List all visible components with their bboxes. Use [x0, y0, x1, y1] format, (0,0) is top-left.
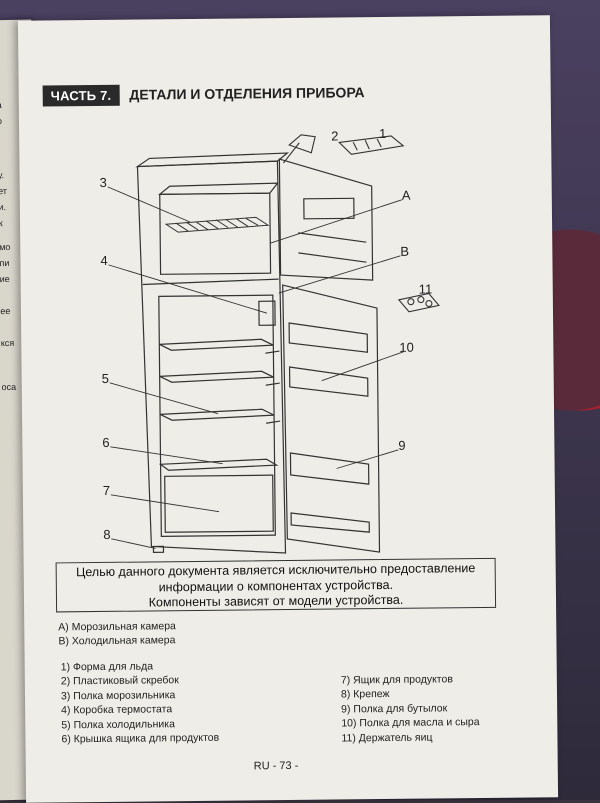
page-number: RU - 73 -	[253, 759, 299, 773]
freezer-door	[278, 158, 374, 281]
fridge-foot	[152, 545, 165, 554]
callout-9: 9	[398, 437, 406, 453]
ice-tray	[338, 135, 405, 155]
part-item: 3) Полка морозильника	[60, 689, 176, 703]
fridge-shelf	[159, 408, 275, 421]
part-item: 9) Полка для бутылок	[341, 702, 448, 716]
compartment-item: A) Морозильная камера	[58, 620, 176, 634]
part-item: 6) Крышка ящика для продуктов	[61, 731, 220, 746]
callout-8: 8	[103, 526, 111, 542]
dairy-shelf	[288, 322, 369, 353]
disclaimer-line: Компоненты зависят от модели устройства.	[148, 592, 404, 610]
crisper-drawer	[164, 474, 274, 533]
fridge-door	[282, 284, 381, 553]
callout-3: 3	[99, 174, 107, 190]
left-page-fragment: ее	[0, 305, 11, 317]
parts-list-right: 7) Ящик для продуктов 8) Крепеж 9) Полка…	[341, 672, 480, 745]
fridge-illustration	[107, 134, 440, 554]
freezer-cavity	[159, 192, 272, 275]
part-label: ЧАСТЬ 7.	[42, 84, 120, 107]
left-page-fragment: кся	[0, 337, 15, 349]
fridge-shelf	[159, 370, 274, 383]
left-page-fragment: ет	[0, 186, 8, 197]
callout-5: 5	[101, 370, 109, 386]
part-item: 8) Крепеж	[340, 688, 390, 701]
callout-10: 10	[399, 339, 414, 355]
section-title: ДЕТАЛИ И ОТДЕЛЕНИЯ ПРИБОРА	[129, 84, 365, 103]
callout-11: 11	[418, 281, 433, 297]
left-page-fragment: к	[0, 218, 3, 229]
part-item: 5) Полка холодильника	[61, 717, 175, 732]
bottle-shelf	[289, 452, 370, 485]
left-page-fragment: и.	[0, 202, 7, 213]
callout-b: B	[400, 243, 410, 259]
fridge-diagram: 2 1 3 A 4 B 11 10 5 6 9 7 8	[19, 110, 556, 566]
thermostat-box	[258, 300, 276, 326]
ice-scraper	[288, 134, 316, 154]
section-header: ЧАСТЬ 7. ДЕТАЛИ И ОТДЕЛЕНИЯ ПРИБОРА	[42, 81, 365, 107]
callout-1: 1	[379, 125, 387, 142]
left-page-fragment: а	[0, 100, 2, 110]
parts-list-left: 1) Форма для льда 2) Пластиковый скребок…	[61, 659, 220, 747]
left-page-fragment: у.	[0, 170, 5, 181]
compartment-item: B) Холодильная камера	[58, 634, 176, 648]
crisper-cover	[158, 458, 279, 471]
part-item: 7) Ящик для продуктов	[340, 673, 453, 687]
callout-4: 4	[100, 252, 108, 268]
callout-6: 6	[102, 434, 110, 450]
disclaimer-box: Целью данного документа является исключи…	[55, 557, 497, 613]
egg-holder	[397, 292, 440, 313]
left-page-fragment: оса	[1, 381, 17, 393]
part-item: 4) Коробка термостата	[61, 703, 173, 717]
callout-a: A	[401, 187, 411, 203]
freezer-door-panel	[303, 197, 355, 220]
callout-7: 7	[102, 482, 111, 498]
left-page-fragment: ие	[0, 273, 10, 285]
left-page-fragment: пи	[0, 257, 10, 269]
left-page-fragment: мо	[0, 241, 11, 253]
freezer-shelf	[164, 216, 270, 233]
part-item: 10) Полка для масла и сыра	[341, 716, 480, 730]
manual-page: ЧАСТЬ 7. ДЕТАЛИ И ОТДЕЛЕНИЯ ПРИБОРА	[17, 15, 559, 803]
left-page-fragment: о	[0, 116, 3, 127]
part-item: 11) Держатель яиц	[341, 731, 433, 745]
door-shelf	[288, 366, 369, 397]
callout-2: 2	[331, 128, 339, 144]
fridge-shelf	[159, 338, 274, 351]
compartment-list: A) Морозильная камера B) Холодильная кам…	[58, 619, 176, 648]
